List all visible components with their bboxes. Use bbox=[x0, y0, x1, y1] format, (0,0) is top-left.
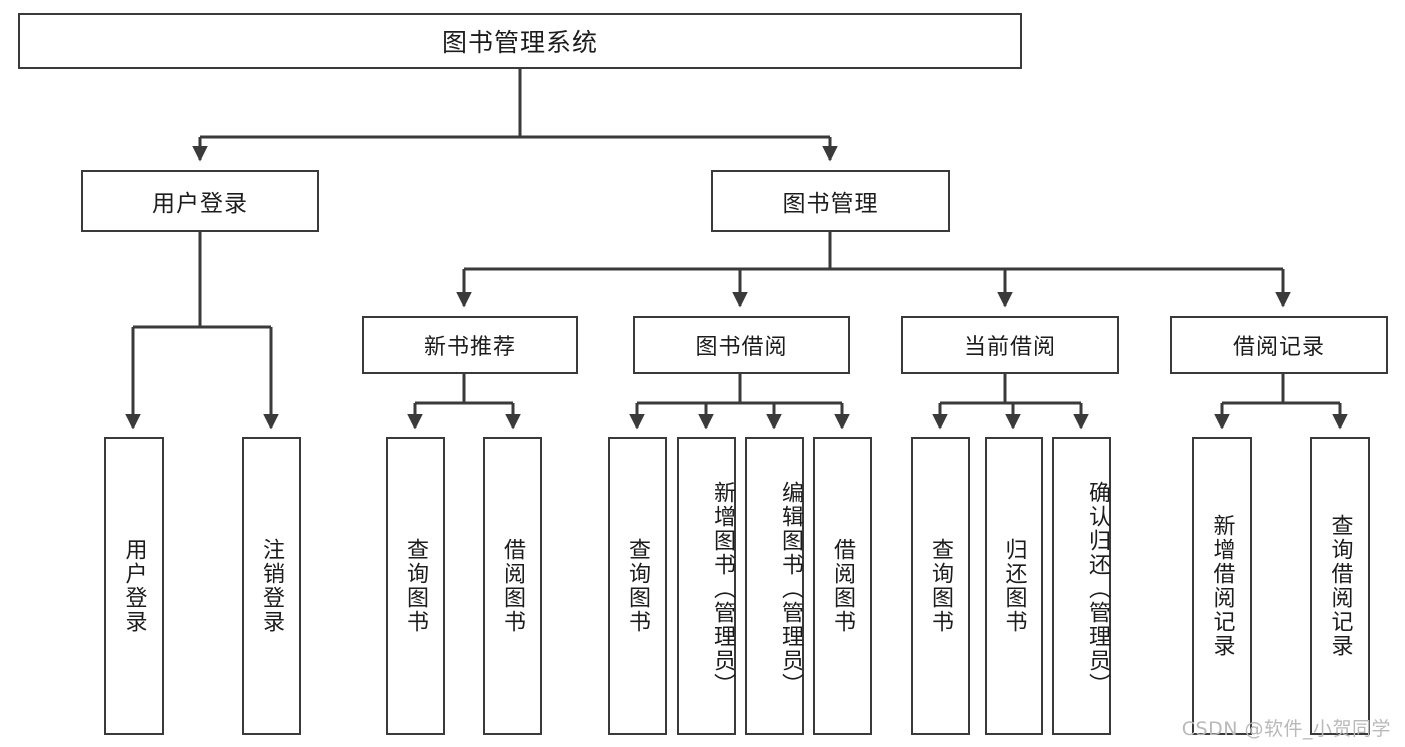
node-leaf-add-borrow-record-label: 新增借阅记录 bbox=[1209, 514, 1235, 658]
node-leaf-user-login-label: 用户登录 bbox=[121, 538, 147, 634]
node-leaf-query-book-current-label: 查询图书 bbox=[928, 538, 954, 634]
node-leaf-return-book[interactable]: 归还图书 bbox=[985, 437, 1043, 735]
node-leaf-borrow-book[interactable]: 借阅图书 bbox=[813, 437, 872, 735]
watermark: CSDN @软件_小贺同学 bbox=[1181, 718, 1391, 740]
node-leaf-add-borrow-record[interactable]: 新增借阅记录 bbox=[1192, 437, 1252, 735]
node-current-borrow-label: 当前借阅 bbox=[963, 335, 1056, 360]
node-leaf-return-book-label: 归还图书 bbox=[1001, 538, 1027, 634]
node-leaf-edit-book-admin-label: 编辑图书（管理员） bbox=[778, 481, 803, 697]
node-leaf-confirm-return-admin-label: 确认归还（管理员） bbox=[1085, 481, 1110, 697]
node-root-library-system[interactable]: 图书管理系统 bbox=[18, 13, 1022, 69]
node-leaf-borrow-book-recommend[interactable]: 借阅图书 bbox=[483, 437, 542, 735]
node-book-borrow[interactable]: 图书借阅 bbox=[633, 316, 850, 374]
node-leaf-borrow-book-recommend-label: 借阅图书 bbox=[500, 538, 526, 634]
node-new-book-recommend[interactable]: 新书推荐 bbox=[362, 316, 578, 374]
node-leaf-add-book-admin-label: 新增图书（管理员） bbox=[710, 481, 735, 697]
node-leaf-query-book-current[interactable]: 查询图书 bbox=[911, 437, 970, 735]
node-user-login-label: 用户登录 bbox=[152, 191, 248, 217]
node-borrow-record-label: 借阅记录 bbox=[1232, 335, 1325, 360]
node-current-borrow[interactable]: 当前借阅 bbox=[901, 316, 1119, 374]
node-leaf-query-borrow-record[interactable]: 查询借阅记录 bbox=[1310, 437, 1370, 735]
node-leaf-logout-label: 注销登录 bbox=[259, 538, 285, 634]
node-root-label: 图书管理系统 bbox=[441, 28, 598, 57]
node-leaf-borrow-book-label: 借阅图书 bbox=[830, 538, 856, 634]
node-leaf-confirm-return-admin[interactable]: 确认归还（管理员） bbox=[1052, 437, 1111, 735]
node-leaf-query-book-recommend-label: 查询图书 bbox=[403, 538, 429, 634]
node-user-login[interactable]: 用户登录 bbox=[81, 170, 319, 232]
node-borrow-record[interactable]: 借阅记录 bbox=[1170, 316, 1388, 374]
node-leaf-query-borrow-record-label: 查询借阅记录 bbox=[1327, 514, 1353, 658]
node-new-book-recommend-label: 新书推荐 bbox=[423, 335, 516, 360]
node-leaf-query-book-recommend[interactable]: 查询图书 bbox=[386, 437, 445, 735]
node-book-management[interactable]: 图书管理 bbox=[711, 170, 950, 232]
node-book-borrow-label: 图书借阅 bbox=[695, 335, 788, 360]
node-leaf-user-login[interactable]: 用户登录 bbox=[104, 437, 164, 735]
node-leaf-logout[interactable]: 注销登录 bbox=[242, 437, 301, 735]
node-leaf-query-book-borrow-label: 查询图书 bbox=[625, 538, 651, 634]
node-leaf-query-book-borrow[interactable]: 查询图书 bbox=[608, 437, 667, 735]
node-leaf-edit-book-admin[interactable]: 编辑图书（管理员） bbox=[745, 437, 804, 735]
node-book-management-label: 图书管理 bbox=[782, 191, 879, 217]
node-leaf-add-book-admin[interactable]: 新增图书（管理员） bbox=[677, 437, 736, 735]
